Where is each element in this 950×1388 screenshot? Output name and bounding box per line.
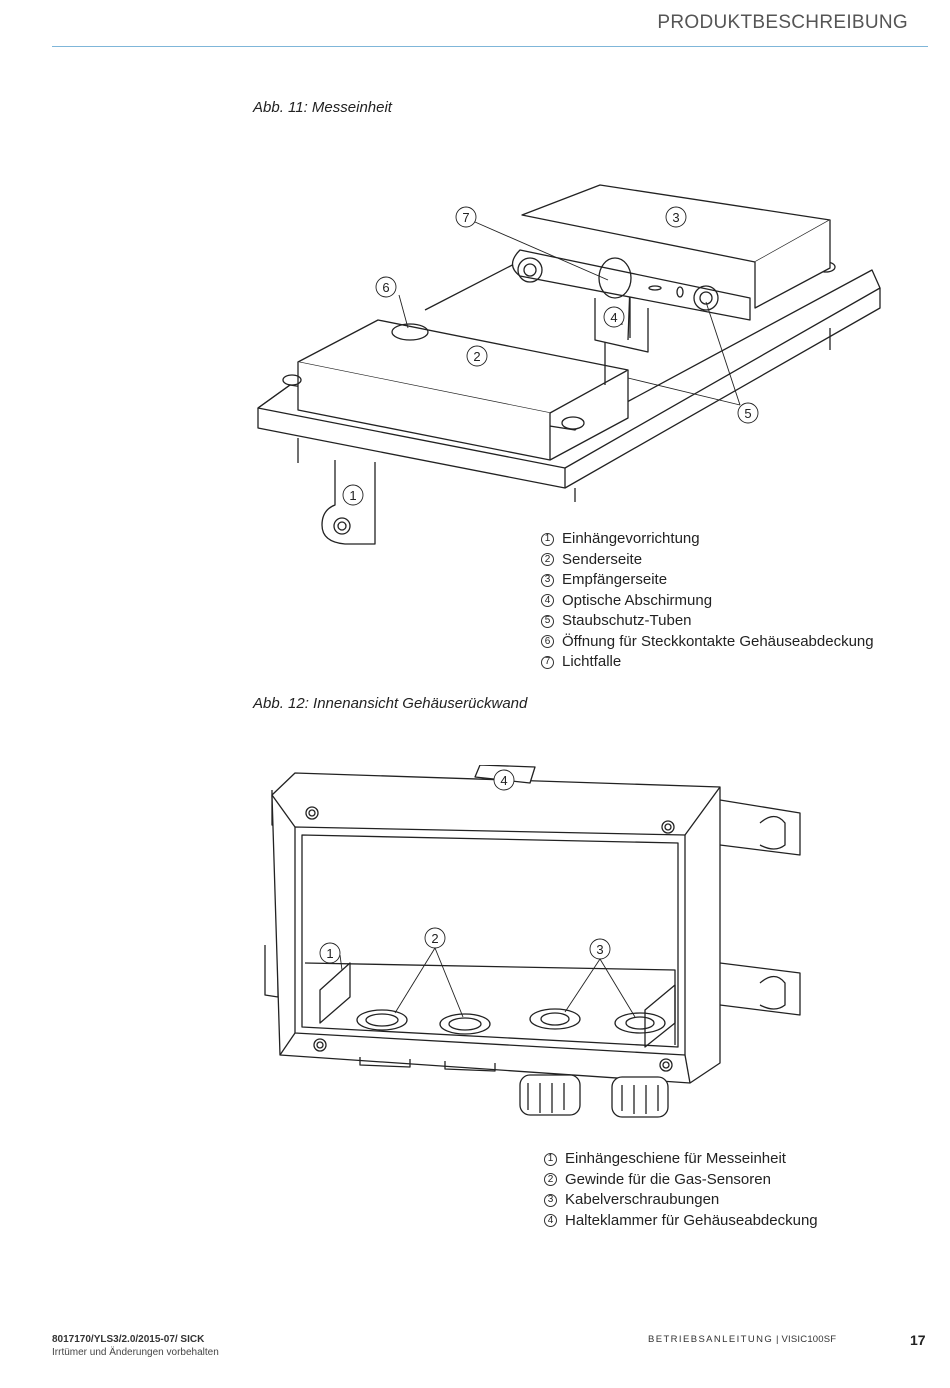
callout-2: 2 (473, 349, 480, 364)
callout-4: 4 (610, 310, 617, 325)
figure-11-caption: Abb. 11: Messeinheit (253, 99, 392, 116)
callout-6: 6 (382, 280, 389, 295)
callout-4: 4 (500, 773, 507, 788)
callout-1: 1 (349, 488, 356, 503)
footer-doc-info: 8017170/YLS3/2.0/2015-07/ SICK Irrtümer … (52, 1333, 219, 1359)
callout-3: 3 (672, 210, 679, 225)
callout-3: 3 (596, 942, 603, 957)
disclaimer: Irrtümer und Änderungen vorbehalten (52, 1347, 219, 1358)
section-title: PRODUKTBESCHREIBUNG (657, 12, 908, 33)
manual-label: BETRIEBSANLEITUNG (648, 1334, 774, 1345)
figure-12-caption: Abb. 12: Innenansicht Gehäuserückwand (253, 695, 528, 712)
figure-11-measuring-unit-drawing: 7 3 6 4 2 5 1 (257, 184, 881, 545)
product-name: | VISIC100SF (773, 1334, 837, 1345)
figure-12-housing-interior-drawing: 4 2 3 1 (264, 765, 801, 1118)
header-divider (52, 46, 928, 47)
page-number: 17 (910, 1332, 926, 1348)
callout-2: 2 (431, 931, 438, 946)
callout-7: 7 (462, 210, 469, 225)
callout-5: 5 (744, 406, 751, 421)
callout-1: 1 (326, 946, 333, 961)
document-id: 8017170/YLS3/2.0/2015-07/ SICK (52, 1334, 205, 1345)
footer-manual: BETRIEBSANLEITUNG | VISIC100SF (648, 1334, 836, 1345)
